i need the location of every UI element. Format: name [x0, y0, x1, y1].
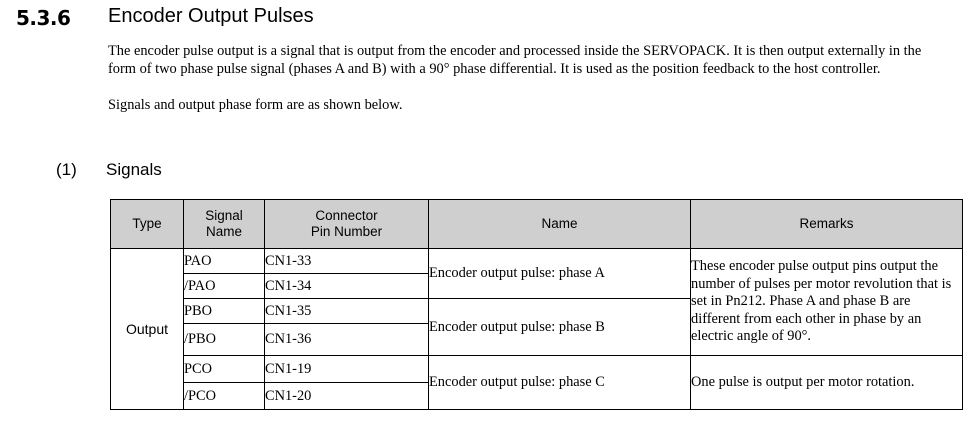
signals-table-container: Type Signal Name Connector Pin Number Na…: [110, 199, 963, 410]
header-signal-name: Signal Name: [183, 199, 265, 249]
subsection-heading: (1) Signals: [56, 160, 162, 180]
cell-name-phase-a: Encoder output pulse: phase A: [428, 248, 691, 299]
cell-type-output: Output: [110, 248, 184, 410]
table-row: Output PAO CN1-33 Encoder output pulse: …: [110, 248, 963, 410]
cell-signal-name: PBO: [183, 298, 265, 324]
cell-signal-name: PCO: [183, 355, 265, 383]
table-row: /PAO CN1-34: [111, 273, 963, 299]
header-connector-pin-number: Connector Pin Number: [264, 199, 429, 249]
subsection-number: (1): [56, 160, 77, 179]
paragraph-signals-note: Signals and output phase form are as sho…: [108, 96, 403, 113]
cell-pin-number: CN1-33: [264, 248, 429, 274]
cell-remarks-phase-c: One pulse is output per motor rotation.: [690, 355, 963, 410]
paragraph-intro: The encoder pulse output is a signal tha…: [108, 43, 922, 78]
table-row: /PBO CN1-36: [111, 323, 963, 356]
table-header: Type Signal Name Connector Pin Number Na…: [110, 199, 963, 249]
table-header-row: Type Signal Name Connector Pin Number Na…: [110, 199, 963, 249]
cell-pin-number: CN1-35: [264, 298, 429, 324]
cell-signal-name: /PAO: [183, 273, 265, 299]
header-signal-name-line1: Signal: [205, 208, 243, 223]
section-title: Encoder Output Pulses: [108, 5, 314, 27]
cell-pin-number: CN1-19: [264, 355, 429, 383]
cell-name-phase-c: Encoder output pulse: phase C: [428, 355, 691, 410]
cell-pin-number: CN1-34: [264, 273, 429, 299]
cell-name-phase-b: Encoder output pulse: phase B: [428, 298, 691, 356]
header-remarks: Remarks: [690, 199, 963, 249]
cell-pin-number: CN1-20: [264, 382, 429, 410]
table-row: /PCO CN1-20: [111, 382, 963, 410]
header-connector-pin-line2: Pin Number: [310, 224, 383, 239]
subsection-title: Signals: [106, 160, 162, 179]
header-type: Type: [110, 199, 184, 249]
cell-signal-name: /PCO: [183, 382, 265, 410]
header-connector-pin-line1: Connector: [315, 208, 378, 223]
section-heading: 5.3.6 Encoder Output Pulses: [0, 4, 960, 36]
header-signal-name-line2: Name: [205, 224, 242, 239]
table-row: PBO CN1-35 Encoder output pulse: phase B: [111, 298, 963, 356]
body-text-block: The encoder pulse output is a signal tha…: [108, 42, 936, 114]
section-number: 5.3.6: [16, 6, 71, 30]
signals-table: Type Signal Name Connector Pin Number Na…: [110, 199, 963, 410]
cell-signal-name: PAO: [183, 248, 265, 274]
table-row: PCO CN1-19 Encoder output pulse: phase C…: [111, 355, 963, 410]
cell-signal-name: /PBO: [183, 323, 265, 356]
table-body: Output PAO CN1-33 Encoder output pulse: …: [110, 248, 963, 410]
cell-pin-number: CN1-36: [264, 323, 429, 356]
header-name: Name: [428, 199, 691, 249]
cell-remarks-phase-ab: These encoder pulse output pins output t…: [690, 248, 963, 356]
